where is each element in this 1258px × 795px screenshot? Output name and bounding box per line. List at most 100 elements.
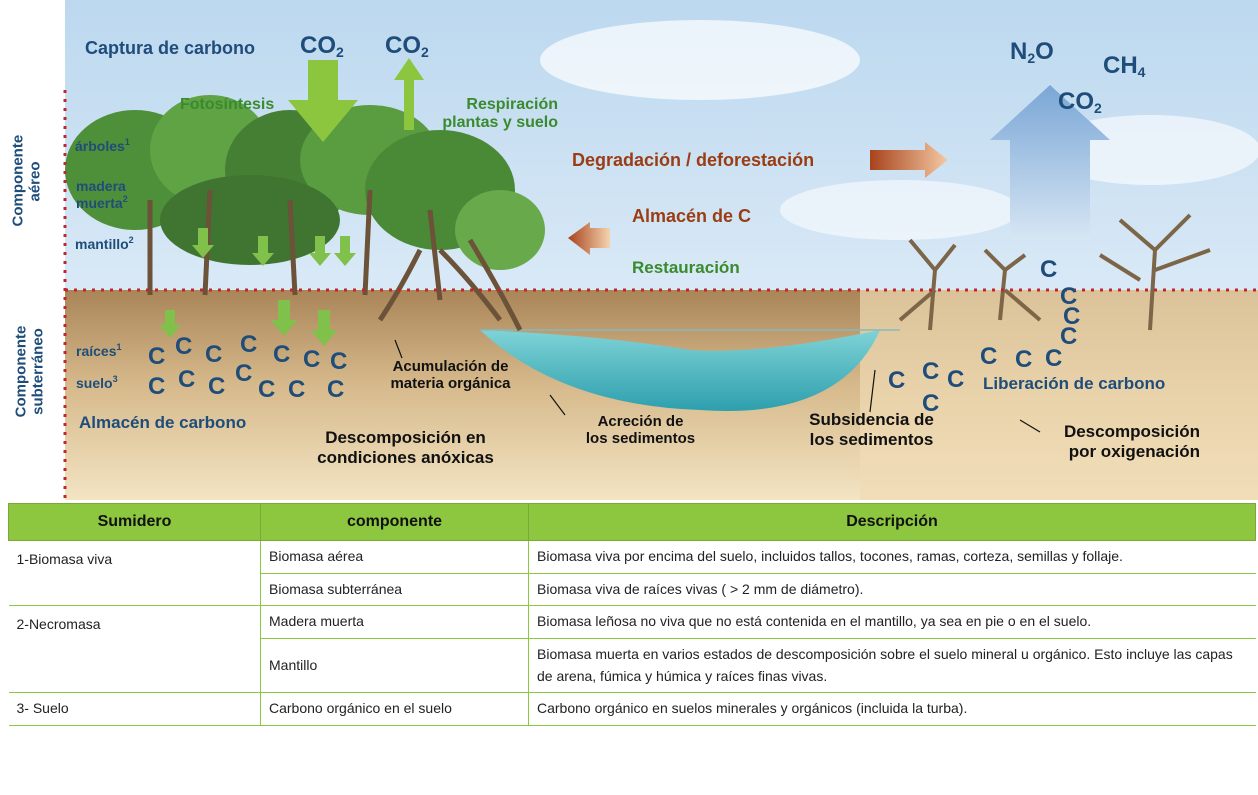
table-row: Mantillo Biomasa muerta en varios estado… [9, 638, 1256, 694]
acumulacion-line1: Acumulación de [392, 358, 509, 375]
co2-respiration-text: CO [385, 32, 421, 59]
side-label-subterraneo-line1: Componente [12, 325, 30, 418]
side-label-subterraneo: Componente subterráneo [12, 322, 47, 422]
almacen-carbono-label: Almacén de carbono [79, 413, 247, 432]
water-channel [480, 330, 880, 411]
respiracion-label: Respiración plantas y suelo [430, 96, 558, 133]
cell-sumidero: 1-Biomasa viva [8, 540, 261, 607]
respiracion-line2: plantas y suelo [442, 114, 558, 132]
raices-label: raíces1 [76, 342, 122, 359]
carbon-symbol: C [330, 348, 348, 375]
mangrove-canopy [65, 95, 545, 270]
carbon-symbol: C [1060, 283, 1078, 310]
cell-sumidero: 2-Necromasa [8, 605, 261, 694]
arboles-text: árboles [75, 138, 125, 154]
n2o-label: N2O [1010, 38, 1054, 66]
raices-sup: 1 [116, 342, 122, 352]
n2o-text: N [1010, 38, 1028, 65]
pointer-lines [394, 339, 1041, 433]
suelo-label: suelo3 [76, 374, 118, 391]
table-row: 2-Necromasa Madera muerta Biomasa leñosa… [8, 605, 1256, 694]
litter-arrows [159, 228, 356, 346]
descomp-anox-line1: Descomposición en [325, 428, 486, 447]
restauracion-label: Restauración [632, 258, 740, 277]
carbon-symbol: C [1045, 345, 1063, 372]
muerta-text: muerta [76, 195, 123, 212]
carbon-sinks-table: Sumidero componente Descripción 1-Biomas… [8, 503, 1256, 727]
cell-componente: Madera muerta [260, 605, 529, 640]
diagram-background [63, 0, 1258, 500]
captura-label: Captura de carbono [85, 38, 256, 58]
n2o-subscript: 2 [1027, 50, 1036, 66]
cell-sumidero: 3- Suelo [8, 692, 261, 727]
carbon-symbol: C [947, 366, 965, 393]
carbon-symbol: C [1015, 346, 1033, 373]
co2-release-label: CO2 [1058, 88, 1102, 116]
almacen-c-label: Almacén de C [632, 206, 752, 226]
cell-componente: Carbono orgánico en el suelo [260, 692, 529, 727]
header-descripcion: Descripción [528, 503, 1256, 541]
carbon-symbol: C [1063, 303, 1081, 330]
degradation-arrow [870, 142, 948, 178]
co2-capture-text: CO [300, 32, 336, 59]
muerta-sup: 2 [122, 194, 128, 205]
suelo-sup: 3 [112, 374, 118, 384]
fotosintesis-label: Fotosíntesis [180, 96, 275, 113]
carbon-symbol: C [175, 333, 193, 360]
carbon-symbol: C [258, 376, 276, 403]
cell-descripcion: Biomasa viva por encima del suelo, inclu… [528, 540, 1256, 574]
cloud [540, 20, 860, 100]
carbon-symbol: C [148, 373, 166, 400]
carbon-symbol: C [922, 390, 940, 417]
carbon-symbol: C [205, 341, 223, 368]
emission-arrow [990, 85, 1110, 240]
ch4-subscript: 4 [1137, 64, 1146, 80]
co2-respiration-label: CO2 [385, 32, 429, 60]
acrecion-line2: los sedimentos [585, 430, 696, 448]
dry-soil-layer [860, 290, 1258, 500]
acrecion-label: Acreción de los sedimentos [573, 413, 708, 448]
photosynthesis-arrow [288, 60, 358, 142]
ch4-label: CH4 [1103, 52, 1146, 80]
subsidencia-line1: Subsidencia de [809, 410, 934, 429]
carbon-symbol: C [980, 343, 998, 370]
cell-descripcion: Biomasa muerta en varios estados de desc… [528, 638, 1256, 694]
cell-descripcion: Biomasa viva de raíces vivas ( > 2 mm de… [528, 573, 1256, 607]
respiracion-line1: Respiración [466, 96, 558, 113]
subsidencia-line2: los sedimentos [809, 429, 934, 449]
mantillo-sup: 2 [128, 235, 134, 245]
carbon-symbol: C [273, 341, 291, 368]
carbon-symbol: C [888, 367, 906, 394]
table-row: Biomasa subterránea Biomasa viva de raíc… [9, 573, 1256, 607]
subsidencia-label: Subsidencia de los sedimentos [804, 410, 939, 449]
carbon-symbol: C [208, 373, 226, 400]
storage-arrow [568, 222, 610, 255]
co2-respiration-subscript: 2 [421, 44, 429, 60]
co2-capture-subscript: 2 [336, 44, 344, 60]
cell-componente: Biomasa aérea [260, 540, 529, 574]
header-sumidero: Sumidero [8, 503, 261, 541]
co2-release-subscript: 2 [1094, 100, 1102, 116]
arboles-sup: 1 [124, 137, 130, 147]
carbon-symbol: C [148, 343, 166, 370]
carbon-symbol: C [235, 360, 253, 387]
co2-release-text: CO [1058, 88, 1094, 115]
acumulacion-line2: materia orgánica [390, 375, 511, 393]
ch4-text: CH [1103, 52, 1138, 79]
cell-descripcion: Carbono orgánico en suelos minerales y o… [528, 692, 1256, 727]
acrecion-line1: Acreción de [597, 413, 684, 430]
carbon-symbol: C [240, 331, 258, 358]
suelo-text: suelo [76, 375, 113, 391]
degradacion-label: Degradación / deforestación [572, 150, 815, 170]
table-row: 3- Suelo Carbono orgánico en el suelo Ca… [8, 692, 1256, 727]
mantillo-label: mantillo2 [75, 235, 134, 252]
acumulacion-label: Acumulación de materia orgánica [383, 358, 518, 393]
co2-capture-label: CO2 [300, 32, 344, 60]
table-header-row: Sumidero componente Descripción [8, 503, 1256, 541]
carbon-symbol: C [1040, 256, 1058, 283]
cell-componente: Biomasa subterránea [260, 573, 529, 607]
liberacion-label: Liberación de carbono [983, 374, 1166, 393]
descomp-oxi-line1: Descomposición [1063, 422, 1200, 441]
carbon-symbol: C [178, 366, 196, 393]
